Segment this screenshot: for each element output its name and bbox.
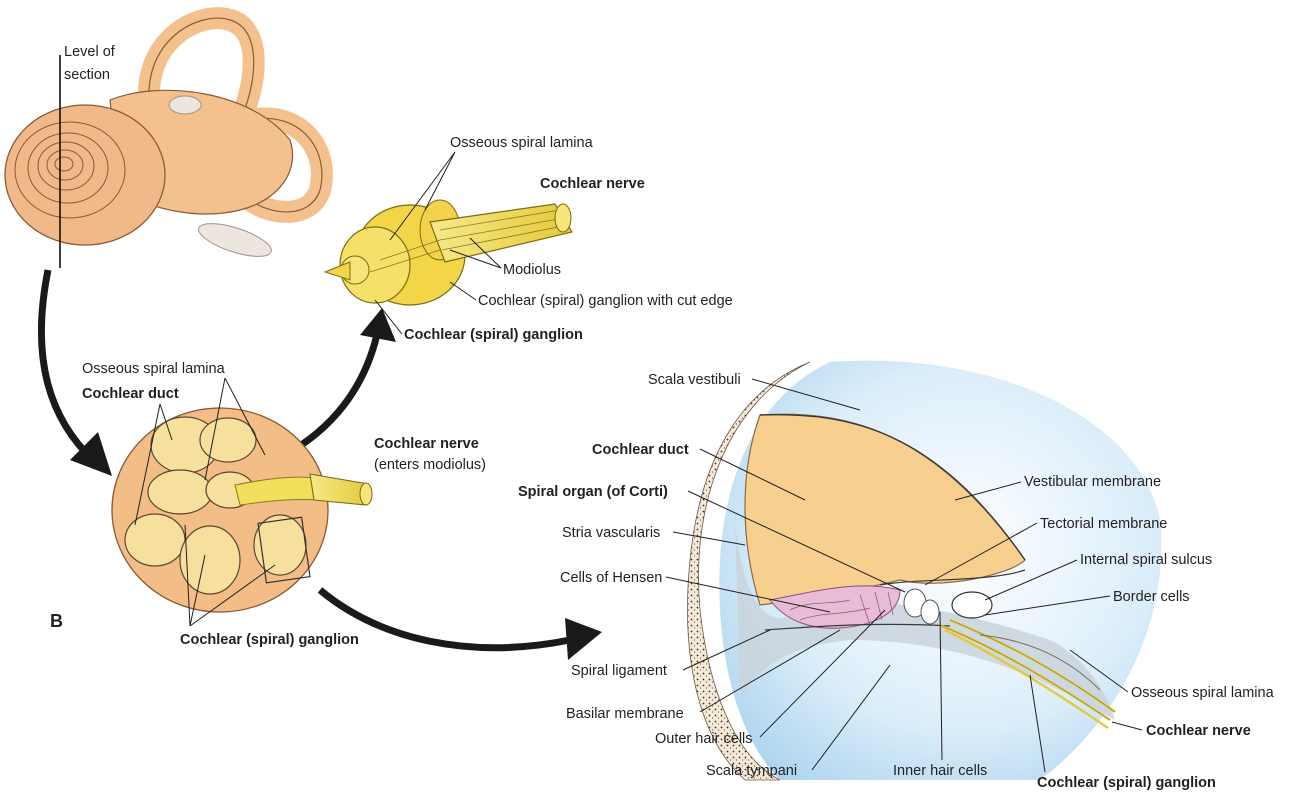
ganglion-cut-edge-label: Cochlear (spiral) ganglion with cut edge <box>478 293 733 309</box>
cochlear-nerve-right-label: Cochlear nerve <box>1146 723 1251 739</box>
organ-of-corti-detail <box>687 361 1161 780</box>
osseous-spiral-lamina-mid-label: Osseous spiral lamina <box>82 361 226 377</box>
level-of-section-label-2: section <box>64 67 110 83</box>
scala-tympani-label: Scala tympani <box>706 763 797 779</box>
cells-of-hensen-label: Cells of Hensen <box>560 570 662 586</box>
level-of-section-label-1: Level of <box>64 44 116 60</box>
cochlear-nerve-top-label: Cochlear nerve <box>540 176 645 192</box>
cochlear-duct-mid-label: Cochlear duct <box>82 386 179 402</box>
spiral-ligament-label: Spiral ligament <box>571 663 667 679</box>
leader-cut-edge <box>450 282 476 300</box>
scala-vestibuli-label: Scala vestibuli <box>648 372 741 388</box>
cochlear-duct-right-label: Cochlear duct <box>592 442 689 458</box>
cochlear-ganglion-top-label: Cochlear (spiral) ganglion <box>404 327 583 343</box>
cochlea-section-illustration <box>112 408 372 612</box>
vestibular-membrane-label: Vestibular membrane <box>1024 474 1161 490</box>
leader-nerve-right <box>1112 722 1142 730</box>
cochlear-ganglion-mid-label: Cochlear (spiral) ganglion <box>180 632 359 648</box>
inner-hair-cells-label: Inner hair cells <box>893 763 987 779</box>
spiral-organ-label: Spiral organ (of Corti) <box>518 484 668 500</box>
osseous-spiral-lamina-right-label: Osseous spiral lamina <box>1131 685 1275 701</box>
modiolus-illustration <box>325 200 572 305</box>
tectorial-membrane-label: Tectorial membrane <box>1040 516 1167 532</box>
basilar-membrane-label: Basilar membrane <box>566 706 684 722</box>
border-cells-label: Border cells <box>1113 589 1190 605</box>
enters-modiolus-label: (enters modiolus) <box>374 457 486 473</box>
internal-spiral-sulcus-label: Internal spiral sulcus <box>1080 552 1212 568</box>
cochlear-ganglion-right-label: Cochlear (spiral) ganglion <box>1037 775 1216 791</box>
cochlear-nerve-mid-label: Cochlear nerve <box>374 436 479 452</box>
stria-vascularis-label: Stria vascularis <box>562 525 660 541</box>
modiolus-label: Modiolus <box>503 262 561 278</box>
outer-hair-cells-label: Outer hair cells <box>655 731 753 747</box>
bony-labyrinth-illustration <box>5 18 322 268</box>
panel-letter-b: B <box>50 611 63 631</box>
osseous-spiral-lamina-top-label: Osseous spiral lamina <box>450 135 594 151</box>
